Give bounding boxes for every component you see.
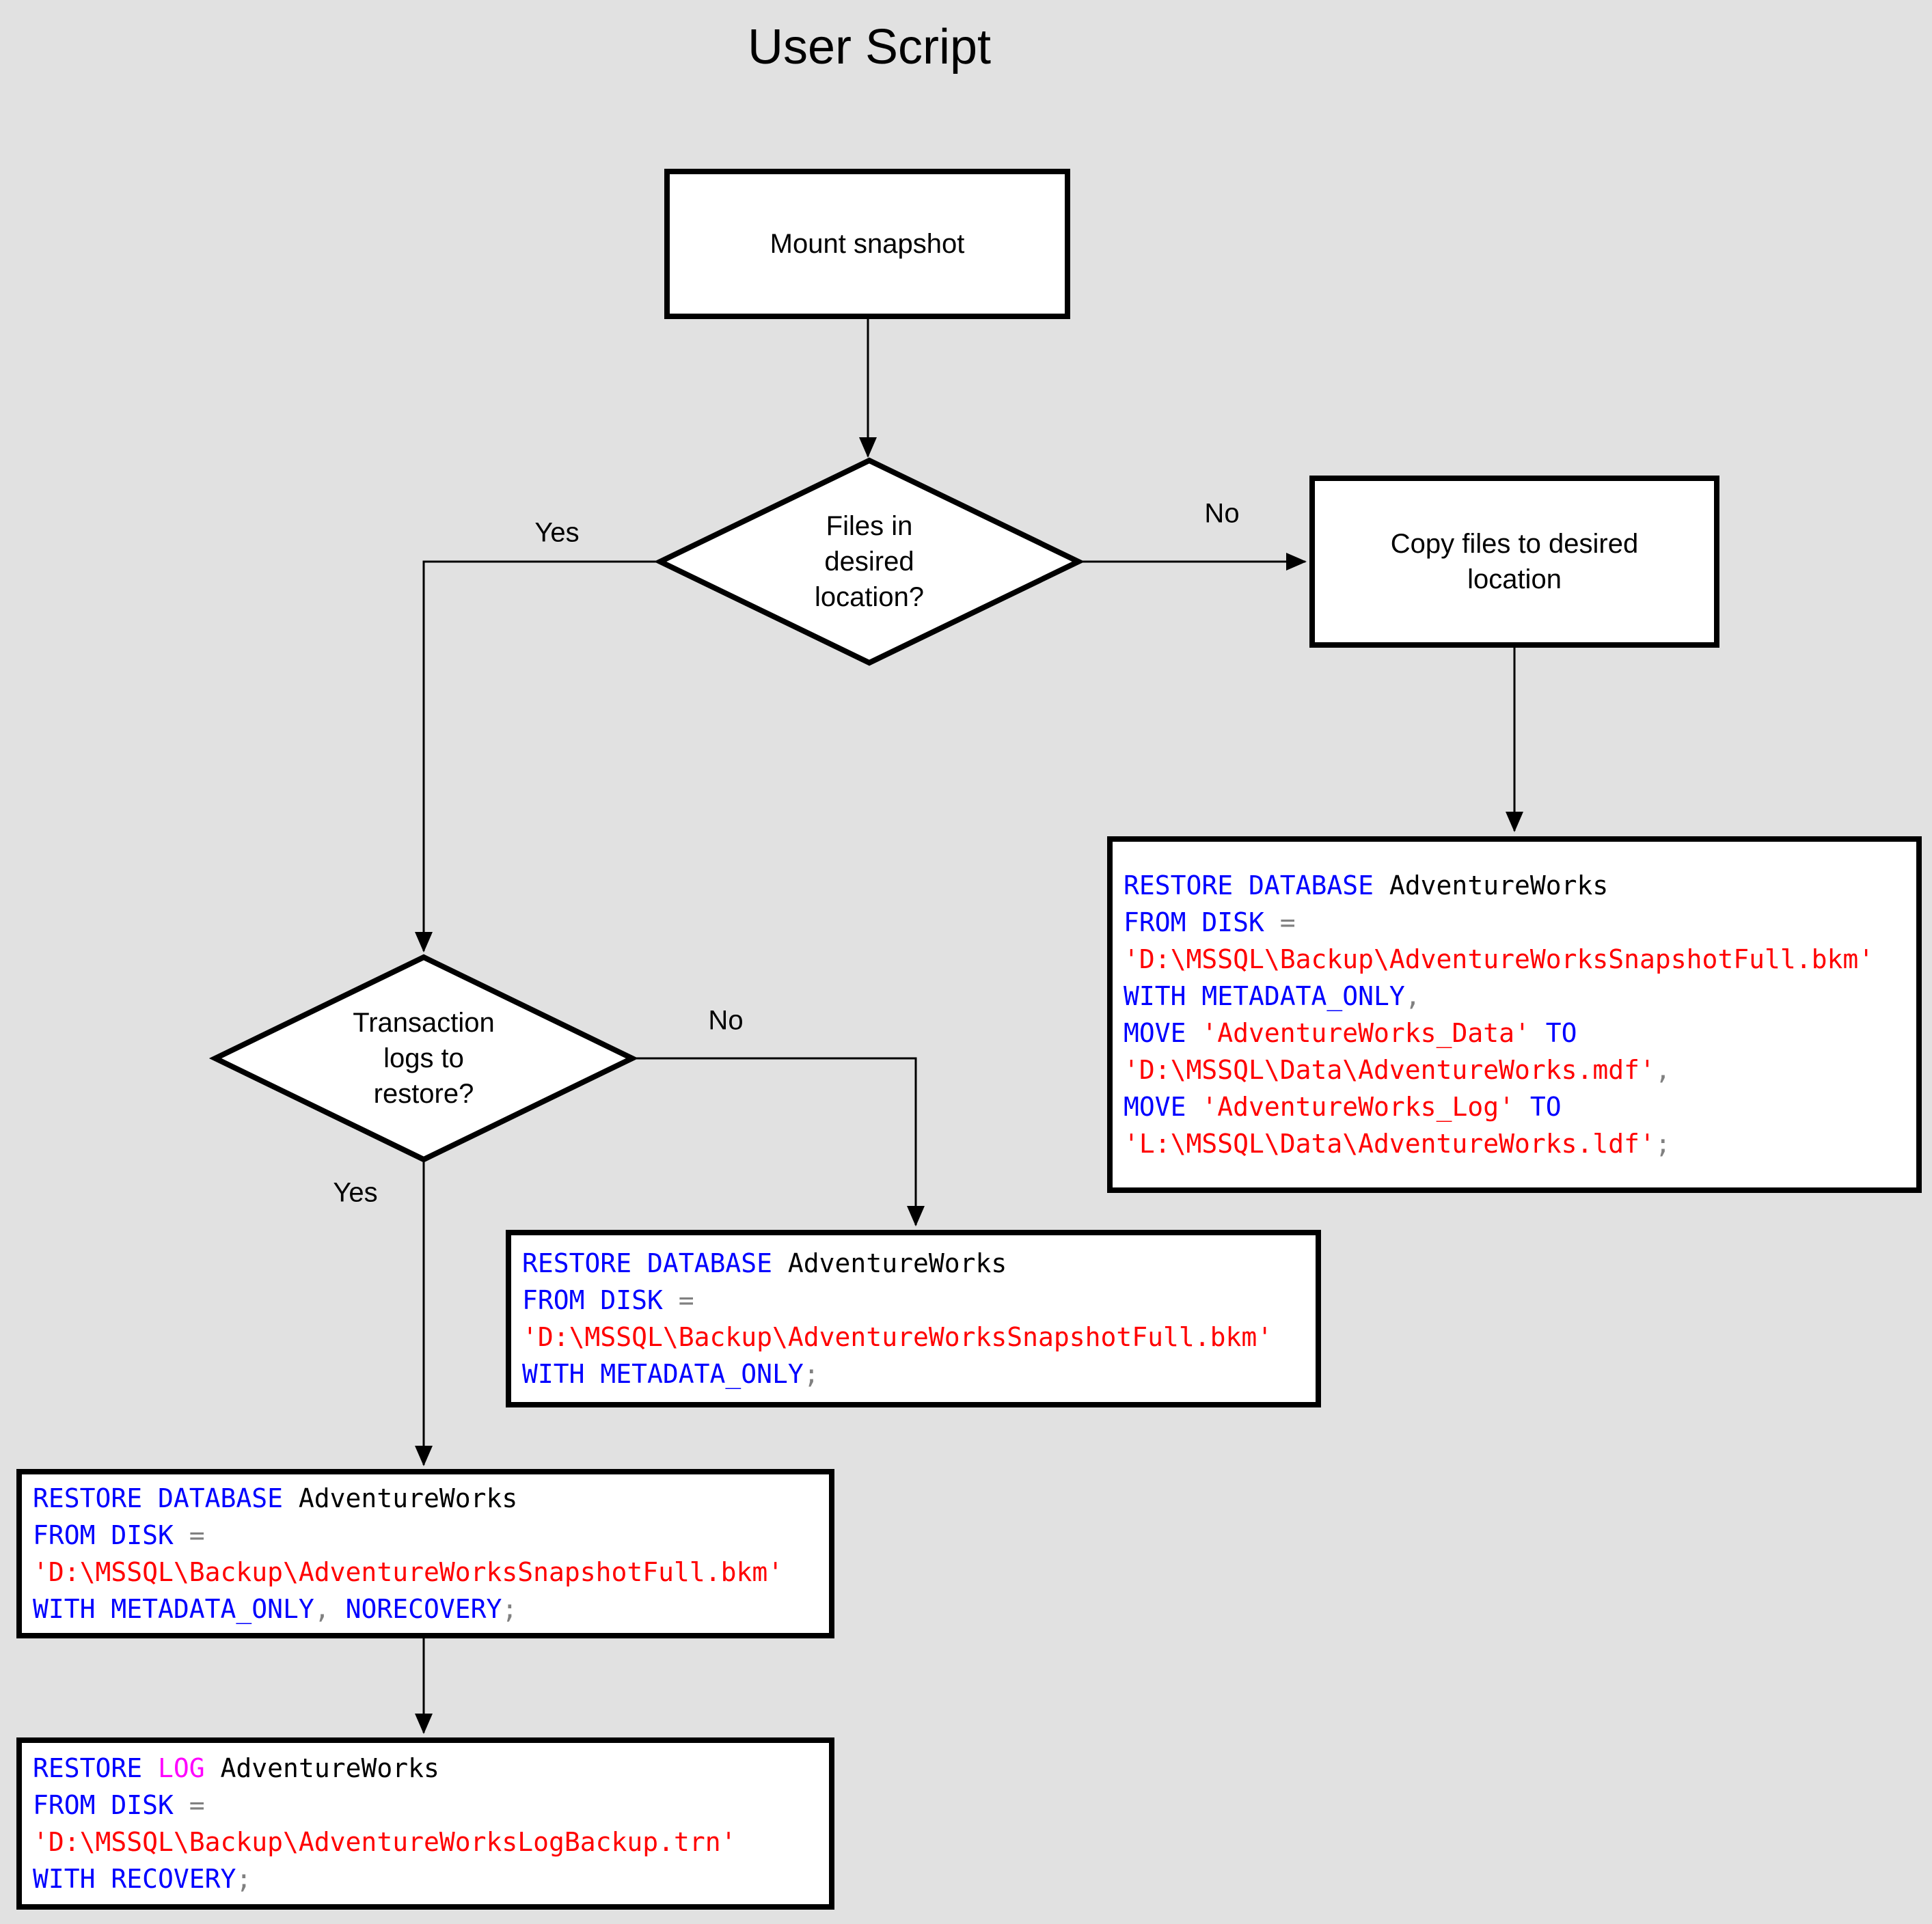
code-line: WITH METADATA_ONLY, NORECOVERY; — [33, 1591, 818, 1627]
code-line: WITH RECOVERY; — [33, 1860, 818, 1897]
code-line: FROM DISK = — [522, 1282, 1305, 1319]
page-title: User Script — [747, 20, 992, 74]
code-token: WITH METADATA_ONLY — [522, 1359, 804, 1389]
code-token: AdventureWorks — [772, 1248, 1007, 1278]
edge-label-logs-no: No — [708, 1005, 744, 1036]
code-token: RESTORE DATABASE — [33, 1483, 284, 1513]
code-token: FROM DISK — [1124, 907, 1264, 937]
code-token: TO — [1529, 1018, 1577, 1048]
label-line: logs to — [383, 1043, 464, 1073]
code-token: RESTORE DATABASE — [522, 1248, 773, 1278]
code-line: 'D:\MSSQL\Data\AdventureWorks.mdf', — [1124, 1052, 1905, 1088]
code-token: RESTORE DATABASE — [1124, 870, 1374, 901]
code-line: 'D:\MSSQL\Backup\AdventureWorksLogBackup… — [33, 1824, 818, 1860]
code-token: 'L:\MSSQL\Data\AdventureWorks.ldf' — [1124, 1129, 1655, 1159]
label-line: Copy files to desired — [1390, 529, 1639, 559]
edge-label-files-no: No — [1204, 498, 1240, 529]
code-line: RESTORE DATABASE AdventureWorks — [1124, 867, 1905, 904]
code-token: , — [314, 1594, 330, 1624]
node-copy-files: Copy files to desired location — [1309, 476, 1719, 648]
code-token: ; — [803, 1359, 819, 1389]
code-token: 'AdventureWorks_Log' — [1186, 1092, 1514, 1122]
code-token: 'D:\MSSQL\Backup\AdventureWorksSnapshotF… — [33, 1557, 784, 1587]
code-token: AdventureWorks — [283, 1483, 518, 1513]
code-token: WITH METADATA_ONLY — [1124, 981, 1405, 1011]
decision-logs-shape — [208, 954, 639, 1163]
code-token: FROM DISK — [33, 1520, 174, 1550]
code-line: WITH METADATA_ONLY, — [1124, 978, 1905, 1015]
label-line: Files in — [826, 511, 913, 541]
code-token: ; — [1655, 1129, 1671, 1159]
code-token: MOVE — [1124, 1092, 1186, 1122]
code-token: AdventureWorks — [1374, 870, 1609, 901]
code-token: WITH RECOVERY — [33, 1864, 236, 1894]
code-line: RESTORE LOG AdventureWorks — [33, 1750, 818, 1787]
code-token: NORECOVERY — [329, 1594, 502, 1624]
code-token: = — [662, 1285, 694, 1315]
label-line: location — [1467, 564, 1562, 594]
edge-label-files-yes: Yes — [534, 517, 580, 548]
code-line: FROM DISK = — [33, 1517, 818, 1554]
decision-logs-label: Transaction logs to restore? — [353, 1005, 495, 1112]
code-token: 'D:\MSSQL\Data\AdventureWorks.mdf' — [1124, 1055, 1655, 1085]
code-token: FROM DISK — [522, 1285, 663, 1315]
code-token: TO — [1514, 1092, 1562, 1122]
code-line: RESTORE DATABASE AdventureWorks — [33, 1480, 818, 1517]
code-token: = — [173, 1520, 205, 1550]
decision-files-label: Files in desired location? — [815, 508, 924, 615]
label-line: restore? — [373, 1079, 474, 1109]
code-token: 'D:\MSSQL\Backup\AdventureWorksSnapshotF… — [522, 1322, 1273, 1352]
code-token: 'AdventureWorks_Data' — [1186, 1018, 1530, 1048]
code-token: = — [1264, 907, 1296, 937]
code-line: MOVE 'AdventureWorks_Data' TO — [1124, 1015, 1905, 1052]
code-line: 'D:\MSSQL\Backup\AdventureWorksSnapshotF… — [33, 1554, 818, 1591]
code-token: , — [1655, 1055, 1671, 1085]
code-token: ; — [502, 1594, 518, 1624]
code-line: MOVE 'AdventureWorks_Log' TO — [1124, 1088, 1905, 1125]
code-line: WITH METADATA_ONLY; — [522, 1356, 1305, 1392]
label-line: Transaction — [353, 1008, 495, 1038]
code-line: 'L:\MSSQL\Data\AdventureWorks.ldf'; — [1124, 1125, 1905, 1162]
code-line: FROM DISK = — [33, 1787, 818, 1824]
code-token: LOG — [142, 1753, 205, 1783]
code-token: WITH METADATA_ONLY — [33, 1594, 314, 1624]
node-mount-snapshot: Mount snapshot — [664, 169, 1070, 319]
code-token: = — [173, 1790, 205, 1820]
code-line: 'D:\MSSQL\Backup\AdventureWorksSnapshotF… — [1124, 941, 1905, 978]
decision-files-shape — [653, 457, 1085, 666]
code-token: ; — [236, 1864, 252, 1894]
code-token: 'D:\MSSQL\Backup\AdventureWorksSnapshotF… — [1124, 944, 1875, 974]
edge-files-yes-to-logs-decision — [415, 560, 660, 952]
code-token: RESTORE — [33, 1753, 143, 1783]
code-token: MOVE — [1124, 1018, 1186, 1048]
edge-logs-no-to-restore-metadata — [632, 1057, 925, 1226]
code-line: 'D:\MSSQL\Backup\AdventureWorksSnapshotF… — [522, 1319, 1305, 1356]
edge-label-logs-yes: Yes — [333, 1177, 378, 1208]
code-token: FROM DISK — [33, 1790, 174, 1820]
code-token: AdventureWorks — [204, 1753, 439, 1783]
code-token: , — [1404, 981, 1421, 1011]
code-line: RESTORE DATABASE AdventureWorks — [522, 1245, 1305, 1282]
label-line: desired — [824, 547, 914, 577]
code-line: FROM DISK = — [1124, 904, 1905, 941]
label-line: location? — [814, 582, 925, 612]
node-mount-snapshot-label: Mount snapshot — [770, 229, 965, 259]
code-token: 'D:\MSSQL\Backup\AdventureWorksLogBackup… — [33, 1827, 737, 1857]
